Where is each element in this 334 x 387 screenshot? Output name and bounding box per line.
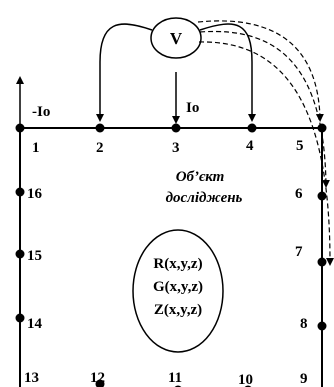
object-title-line-1: Об’єкт bbox=[176, 169, 225, 185]
electrode-label-4: 4 bbox=[246, 138, 254, 154]
voltmeter-label: V bbox=[170, 29, 183, 48]
lead-to-electrode-2 bbox=[96, 23, 153, 122]
lead-to-electrode-4 bbox=[199, 23, 256, 122]
electrode-label-14: 14 bbox=[27, 316, 43, 332]
electrode-label-9: 9 bbox=[300, 371, 308, 387]
electrode-4 bbox=[247, 123, 257, 133]
current-out-label: -Io bbox=[32, 104, 50, 120]
electrode-label-15: 15 bbox=[27, 248, 42, 264]
current-in-label: Io bbox=[186, 100, 199, 116]
electrode-1 bbox=[15, 123, 25, 133]
dashed-lead-electrode-7 bbox=[198, 41, 334, 266]
electrode-label-7: 7 bbox=[295, 244, 303, 260]
electrode-label-5: 5 bbox=[296, 138, 304, 154]
electrode-label-16: 16 bbox=[27, 186, 43, 202]
electrode-label-11: 11 bbox=[168, 370, 182, 386]
electrode-2 bbox=[95, 123, 105, 133]
electrode-3 bbox=[171, 123, 181, 133]
electrode-5 bbox=[317, 123, 327, 133]
parameter-g: G(x,y,z) bbox=[153, 279, 203, 295]
electrode-15 bbox=[15, 249, 25, 259]
electrode-8 bbox=[317, 321, 327, 331]
electrode-label-13: 13 bbox=[24, 370, 39, 386]
electrode-label-12: 12 bbox=[90, 370, 105, 386]
parameter-r: R(x,y,z) bbox=[153, 256, 202, 272]
electrode-label-10: 10 bbox=[238, 372, 253, 387]
electrode-label-2: 2 bbox=[96, 140, 104, 156]
electrode-12 bbox=[95, 379, 105, 387]
electrode-16 bbox=[15, 187, 25, 197]
electrode-label-1: 1 bbox=[32, 140, 40, 156]
electrode-label-8: 8 bbox=[300, 316, 308, 332]
parameter-z: Z(x,y,z) bbox=[154, 302, 202, 318]
dashed-lead-electrode-6 bbox=[199, 30, 330, 188]
parameter-ellipse bbox=[132, 229, 224, 353]
electrode-14 bbox=[15, 313, 25, 323]
electrode-label-3: 3 bbox=[172, 140, 180, 156]
electrode-label-6: 6 bbox=[295, 186, 303, 202]
dashed-lead-electrode-5 bbox=[197, 20, 324, 122]
object-title-line-2: досліджень bbox=[166, 190, 243, 206]
electrode-6 bbox=[317, 191, 327, 201]
voltmeter-circle bbox=[150, 17, 202, 59]
electrode-7 bbox=[317, 257, 327, 267]
